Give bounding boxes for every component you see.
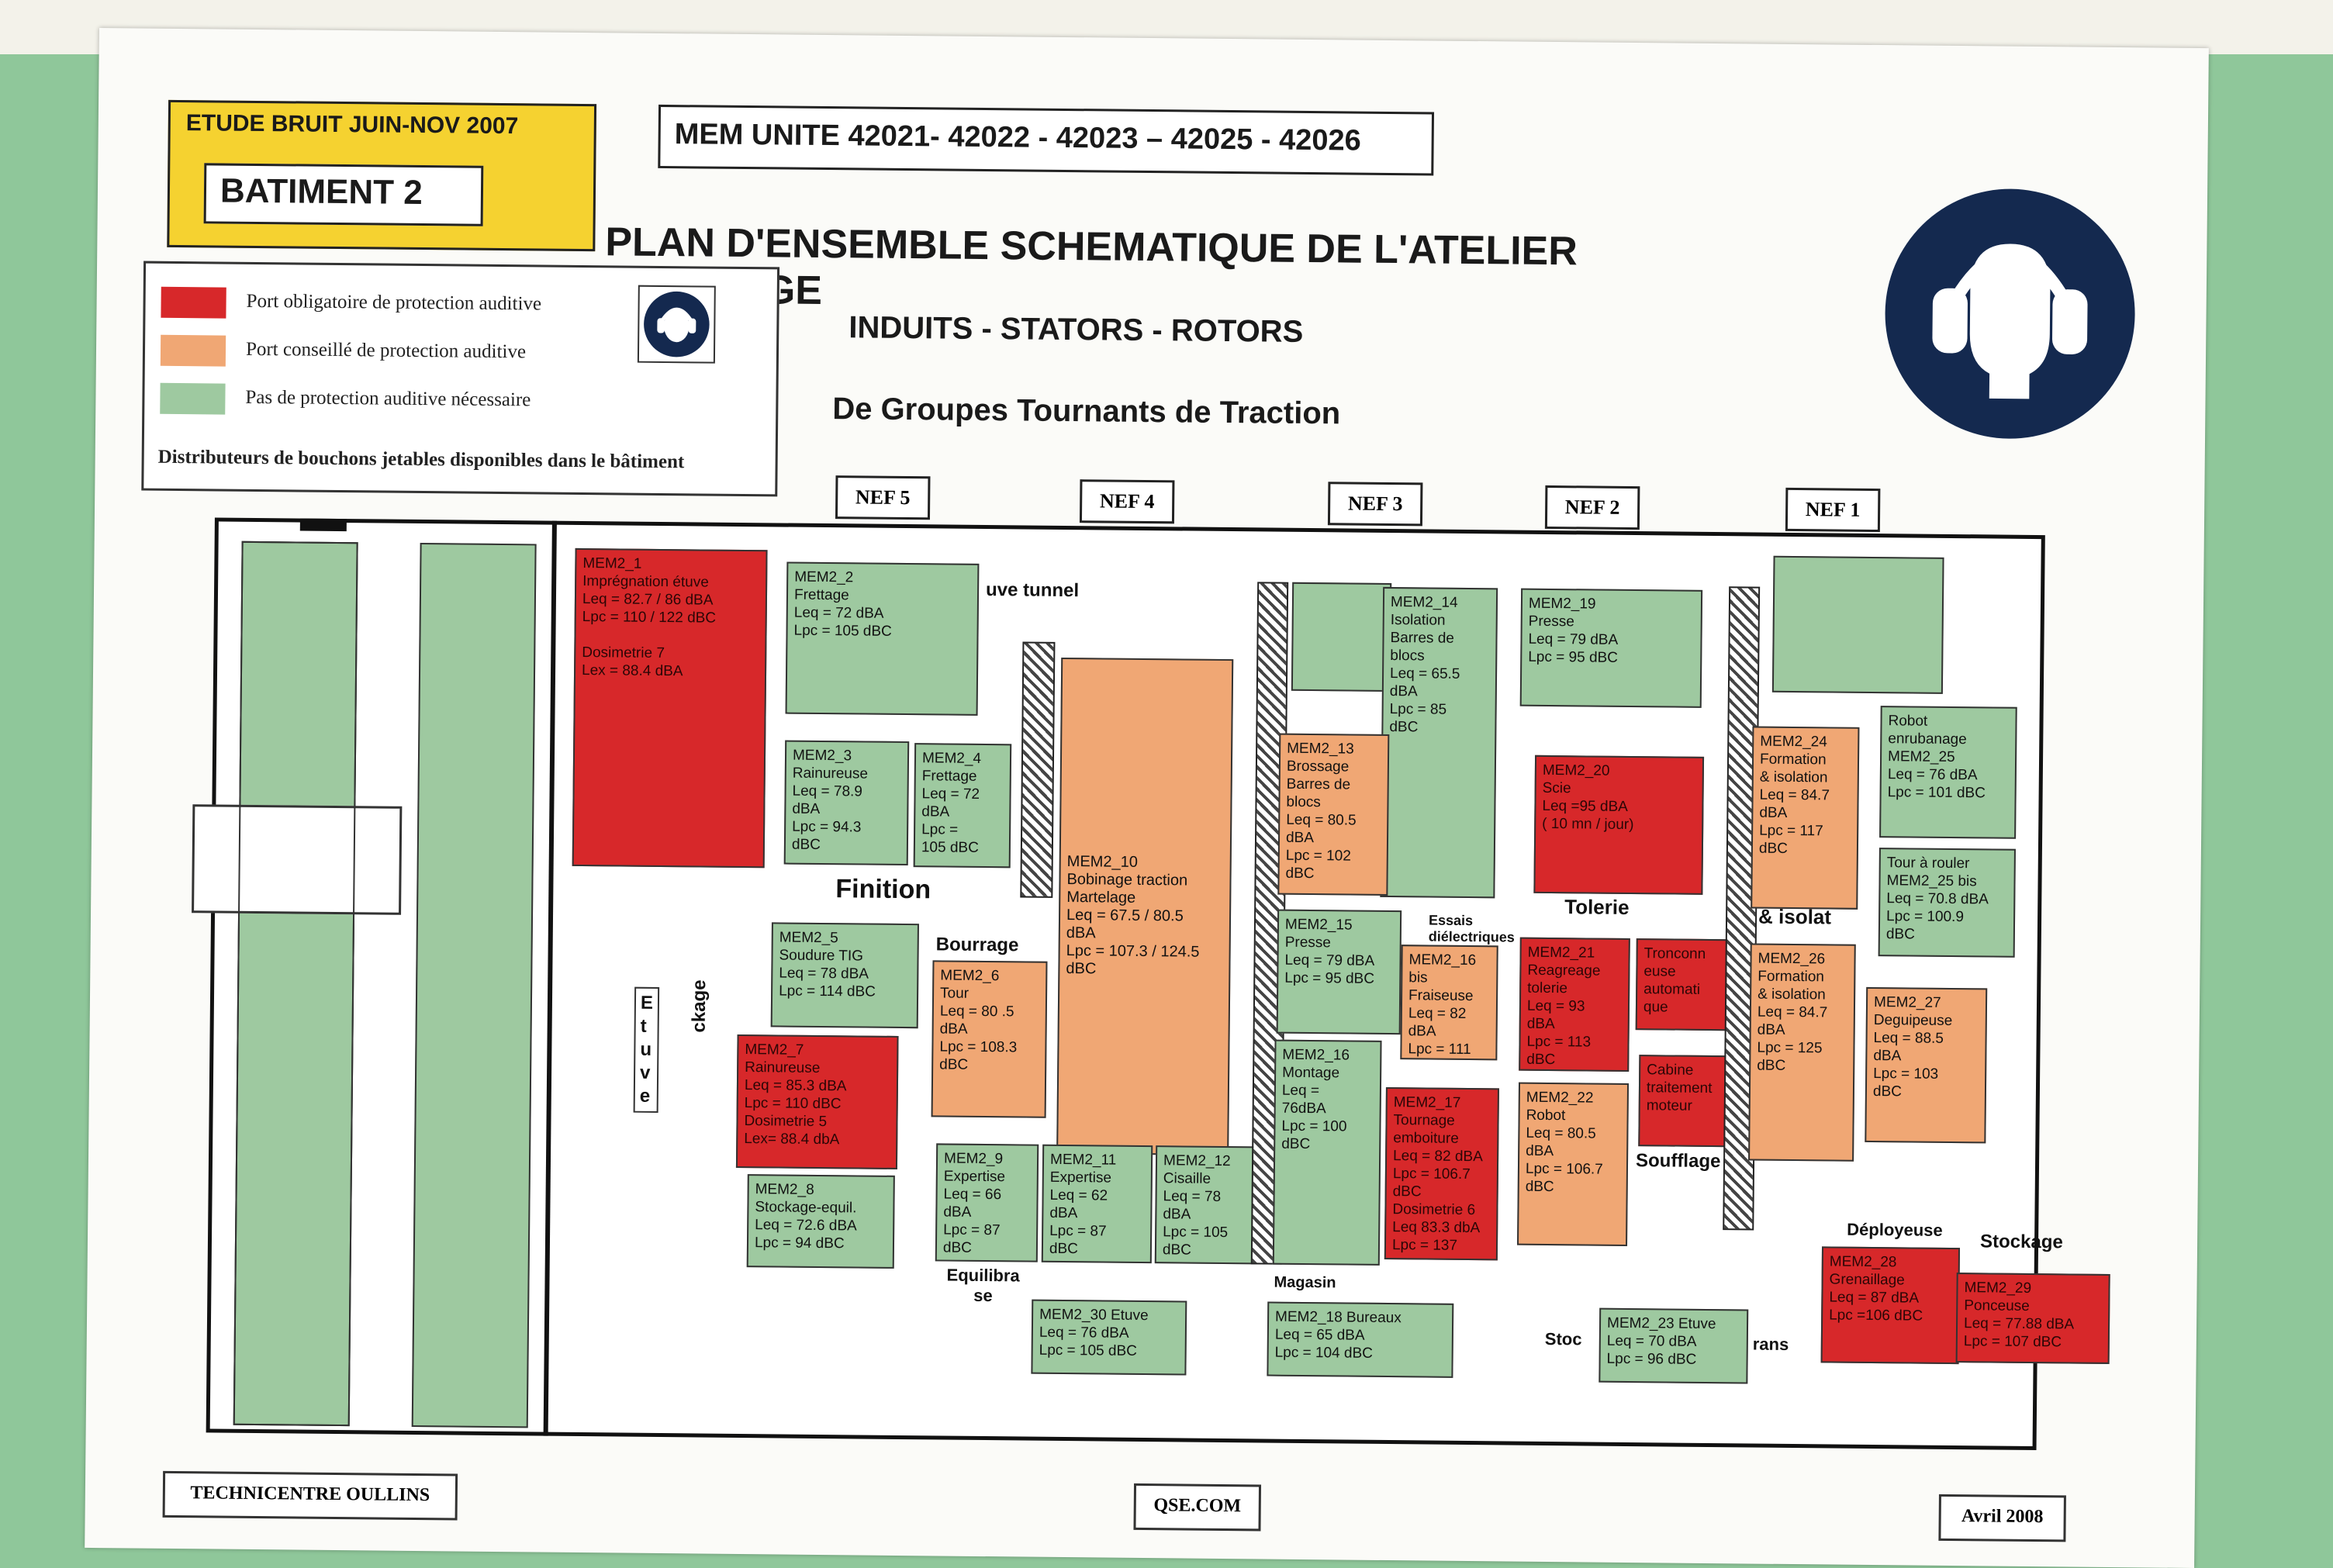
etuve-label: E t u v e <box>633 986 660 1113</box>
room-mem2-13: MEM2_13 Brossage Barres de blocs Leq = 8… <box>1277 733 1390 896</box>
room-mem2-6: MEM2_6 Tour Leq = 80 .5 dBA Lpc = 108.3 … <box>931 960 1048 1118</box>
room-mem2-30: MEM2_30 Etuve Leq = 76 dBA Lpc = 105 dBC <box>1031 1299 1187 1376</box>
ear-protection-icon <box>1884 188 2137 440</box>
room-mem2-23: MEM2_23 Etuve Leq = 70 dBA Lpc = 96 dBC <box>1599 1307 1749 1384</box>
room-mem2-4: MEM2_4 Frettage Leq = 72 dBA Lpc = 105 d… <box>913 743 1012 869</box>
hall-left-2 <box>411 543 537 1428</box>
magasin-label: Magasin <box>1274 1273 1336 1292</box>
soufflage-label: Soufflage <box>1635 1150 1721 1173</box>
wall-vent <box>299 518 347 532</box>
room-mem2-16: MEM2_16 Montage Leq = 76dBA Lpc = 100 dB… <box>1272 1039 1382 1266</box>
footer-left: TECHNICENTRE OULLINS <box>162 1470 458 1521</box>
room-mem2-25-bis: Tour à rouler MEM2_25 bis Leq = 70.8 dBA… <box>1878 848 2016 958</box>
hall-left-1-outline <box>233 541 358 1427</box>
legend-note: Distributeurs de bouchons jetables dispo… <box>157 446 685 473</box>
room-mem2-19: MEM2_19 Presse Leq = 79 dBA Lpc = 95 dBC <box>1519 588 1703 708</box>
room-mem2-16-bis: MEM2_16 bis Fraiseuse Leq = 82 dBA Lpc =… <box>1400 945 1498 1061</box>
room-mem2-26: MEM2_26 Formation & isolation Leq = 84.7… <box>1748 943 1856 1162</box>
legend-label-orange: Port conseillé de protection auditive <box>245 338 527 363</box>
room-mem2-11: MEM2_11 Expertise Leq = 62 dBA Lpc = 87 … <box>1041 1144 1153 1264</box>
footer-right: Avril 2008 <box>1938 1494 2066 1542</box>
legend-swatch-red <box>161 286 226 319</box>
room-mem2-24: MEM2_24 Formation & isolation Leq = 84.7… <box>1751 726 1860 910</box>
footer-center: QSE.COM <box>1133 1483 1262 1532</box>
room-mem2-20: MEM2_20 Scie Leq =95 dBA ( 10 mn / jour) <box>1533 755 1705 895</box>
subtitle-1: INDUITS - STATORS - ROTORS <box>849 310 1304 349</box>
tunnel-label: uve tunnel <box>985 579 1080 602</box>
legend-label-green: Pas de protection auditive nécessaire <box>245 386 531 411</box>
room-mem2-15: MEM2_15 Presse Leq = 79 dBA Lpc = 95 dBC <box>1276 909 1402 1035</box>
unit-label: MEM UNITE 42021- 42022 - 42023 – 42025 -… <box>658 104 1435 176</box>
room-mem2-25: Robot enrubanage MEM2_25 Leq = 76 dBA Lp… <box>1879 706 2017 839</box>
study-banner: ETUDE BRUIT JUIN-NOV 2007 BATIMENT 2 <box>167 99 597 252</box>
room-mem2-7: MEM2_7 Rainureuse Leq = 85.3 dBA Lpc = 1… <box>735 1034 899 1169</box>
room-mem2-22: MEM2_22 Robot Leq = 80.5 dBA Lpc = 106.7… <box>1517 1082 1630 1246</box>
ear-protection-icon <box>637 285 716 364</box>
tolerie-label: Tolerie <box>1564 895 1630 919</box>
equilibrage-label: Equilibra se <box>946 1265 1020 1306</box>
legend-swatch-green <box>160 382 226 415</box>
hatch-column <box>1020 641 1056 898</box>
room-mem2-27: MEM2_27 Deguipeuse Leq = 88.5 dBA Lpc = … <box>1865 986 1988 1144</box>
room-mem2-29: MEM2_29 Ponceuse Leq = 77.88 dBA Lpc = 1… <box>1955 1273 2110 1364</box>
legend-label-red: Port obligatoire de protection auditive <box>246 290 542 315</box>
deployeuse-label: Déployeuse <box>1847 1219 1943 1240</box>
nef-4-label: NEF 4 <box>1079 479 1175 524</box>
stockage-label: Stockage <box>1979 1231 2063 1253</box>
essais-label: Essais diélectriques <box>1428 912 1515 945</box>
nef-3-label: NEF 3 <box>1327 482 1423 527</box>
room-mem2-8: MEM2_8 Stockage-equil. Leq = 72.6 dBA Lp… <box>746 1174 895 1269</box>
room-mem2-14: MEM2_14 Isolation Barres de blocs Leq = … <box>1380 586 1498 899</box>
study-label: ETUDE BRUIT JUIN-NOV 2007 <box>185 110 519 140</box>
room-mem2-5: MEM2_5 Soudure TIG Leq = 78 dBA Lpc = 11… <box>770 922 919 1029</box>
room-mem2-28: MEM2_28 Grenaillage Leq = 87 dBA Lpc =10… <box>1820 1246 1961 1365</box>
room-mem2-12: MEM2_12 Cisaille Leq = 78 dBA Lpc = 105 … <box>1154 1145 1267 1265</box>
building-label: BATIMENT 2 <box>203 163 484 226</box>
legend: Port obligatoire de protection auditive … <box>141 261 780 497</box>
room-nef1-top <box>1771 555 1944 694</box>
nef-2-label: NEF 2 <box>1544 485 1640 530</box>
isolation-label: & isolat <box>1758 904 1832 929</box>
room-nef3-top <box>1291 582 1392 692</box>
room-mem2-9: MEM2_9 Expertise Leq = 66 dBA Lpc = 87 d… <box>935 1143 1039 1262</box>
bourrage-label: Bourrage <box>935 934 1019 956</box>
nef-5-label: NEF 5 <box>835 475 931 520</box>
noise-map-poster: ETUDE BRUIT JUIN-NOV 2007 BATIMENT 2 MEM… <box>85 28 2209 1568</box>
nef-1-label: NEF 1 <box>1785 487 1881 533</box>
stockage-side-label: ckage <box>688 979 710 1033</box>
finition-label: Finition <box>835 874 931 905</box>
subtitle-2: De Groupes Tournants de Traction <box>832 392 1341 431</box>
room-mem2-17: MEM2_17 Tournage emboiture Leq = 82 dBA … <box>1384 1086 1499 1261</box>
trans-label: rans <box>1752 1334 1789 1354</box>
stoc-label: Stoc <box>1544 1328 1582 1349</box>
room-mem2-21: MEM2_21 Reagreage tolerie Leq = 93 dBA L… <box>1519 937 1630 1072</box>
room-mem2-1: MEM2_1 Imprégnation étuve Leq = 82.7 / 8… <box>572 547 768 869</box>
legend-swatch-orange <box>160 334 226 367</box>
room-mem2-10: MEM2_10 Bobinage traction Martelage Leq … <box>1056 657 1234 1156</box>
room-mem2-2: MEM2_2 Frettage Leq = 72 dBA Lpc = 105 d… <box>785 561 980 716</box>
room-tronconneuse: Tronconn euse automati que <box>1635 938 1730 1031</box>
room-mem2-18: MEM2_18 Bureaux Leq = 65 dBA Lpc = 104 d… <box>1267 1301 1454 1378</box>
room-mem2-3: MEM2_3 Rainureuse Leq = 78.9 dBA Lpc = 9… <box>783 740 910 866</box>
